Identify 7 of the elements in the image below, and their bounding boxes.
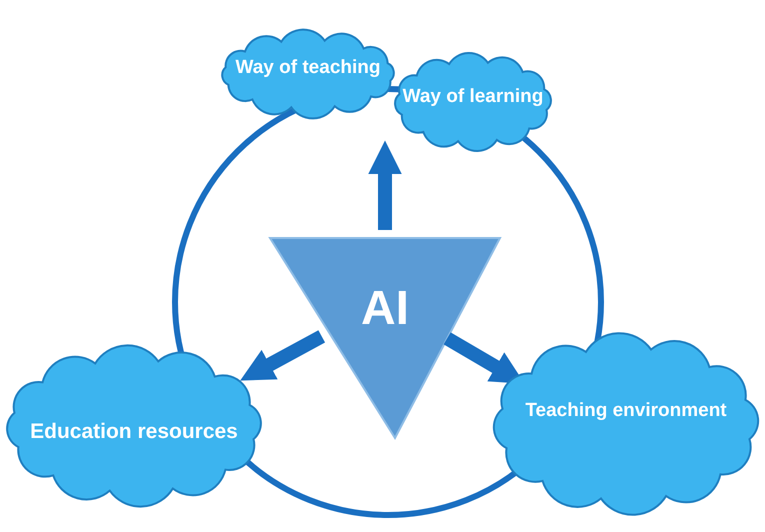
center-label: AI xyxy=(360,281,410,336)
cloud-label: Way of learning xyxy=(402,86,544,108)
cloud-label: Way of teaching xyxy=(234,57,382,79)
arrow xyxy=(240,330,326,381)
cloud-label: Teaching environment xyxy=(524,400,728,422)
arrow xyxy=(368,140,402,230)
cloud-label: Education resources xyxy=(29,420,239,444)
